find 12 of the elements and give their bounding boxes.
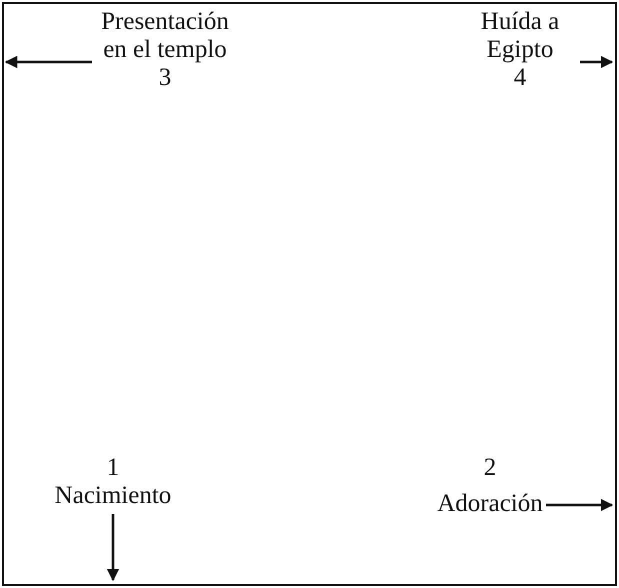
arrow xyxy=(580,56,614,68)
number-label: 3 xyxy=(158,64,172,92)
number-label: 1 xyxy=(106,454,120,482)
arrow xyxy=(546,498,614,512)
scene-label: Presentación en el templo xyxy=(100,8,230,64)
scene-label: Nacimiento xyxy=(54,482,172,510)
arrow xyxy=(4,56,92,68)
arrow xyxy=(106,514,120,582)
scene-label: Huída a Egipto xyxy=(480,8,560,64)
number-label: 4 xyxy=(512,64,528,92)
scene-label: Adoración xyxy=(436,490,544,518)
number-label: 2 xyxy=(482,454,498,482)
